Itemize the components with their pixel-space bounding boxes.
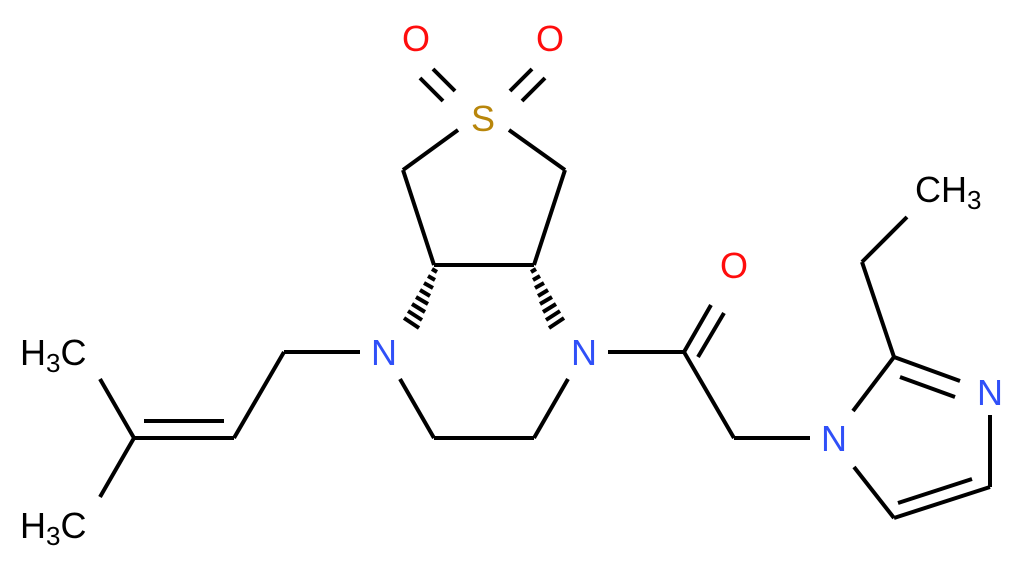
hashed-wedge-right bbox=[529, 267, 566, 330]
acyl-chain bbox=[608, 304, 810, 440]
prenyl-chain bbox=[98, 350, 360, 498]
imidazole-ring bbox=[851, 215, 992, 520]
piperazine-ring bbox=[398, 378, 570, 440]
carbonyl-oxygen-label: O bbox=[720, 245, 748, 286]
ethyl-methyl-label: CH3 bbox=[915, 169, 981, 215]
imidazole-n1-label: N bbox=[821, 418, 847, 459]
sulfone-oxygen-left-label: O bbox=[402, 18, 430, 59]
imidazole-n3-label: N bbox=[977, 372, 1003, 413]
sulfone-group bbox=[401, 67, 567, 172]
sulfur-label: S bbox=[471, 98, 495, 139]
thiolane-ring bbox=[401, 169, 567, 267]
methyl-bottom-left-label: H3C bbox=[20, 505, 86, 551]
methyl-top-left-label: H3C bbox=[20, 332, 86, 378]
nitrogen-right-label: N bbox=[571, 332, 597, 373]
hashed-wedge-left bbox=[402, 267, 439, 330]
sulfone-oxygen-right-label: O bbox=[536, 18, 564, 59]
nitrogen-left-label: N bbox=[371, 332, 397, 373]
